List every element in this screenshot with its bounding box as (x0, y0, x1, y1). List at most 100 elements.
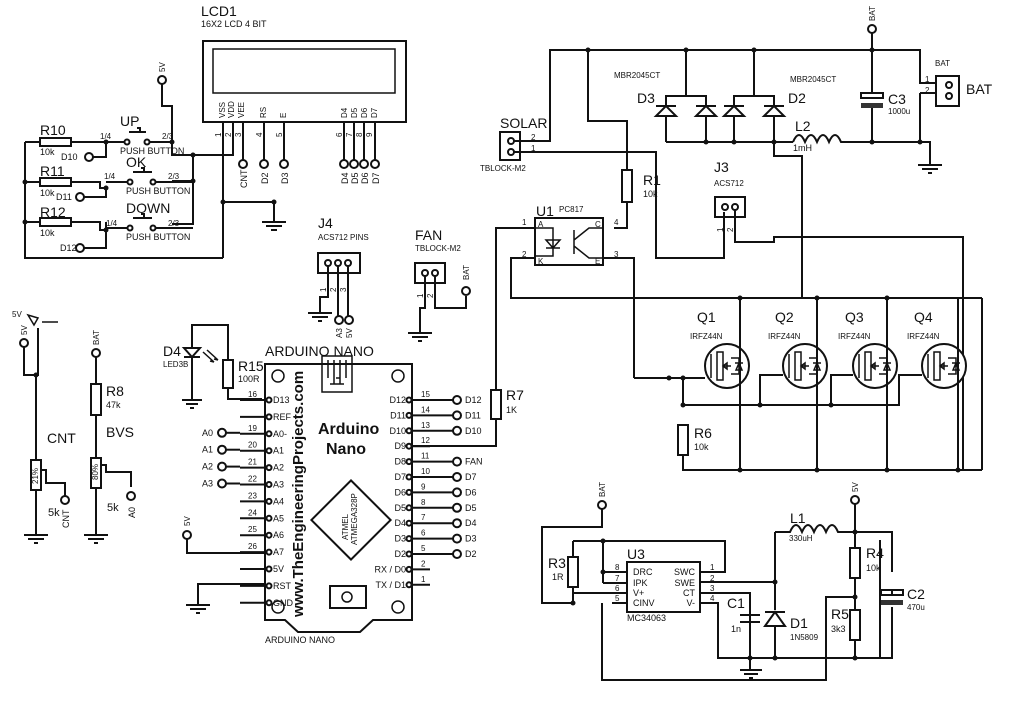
net-pin-bat[interactable] (461, 286, 471, 296)
net-pin-d5[interactable] (349, 159, 359, 169)
resistor-value: 47k (106, 400, 121, 410)
net-pin[interactable] (217, 478, 227, 489)
reset-button[interactable] (329, 585, 367, 609)
lcd-pinnum: 1 (214, 132, 223, 137)
net-pin-5v[interactable] (182, 530, 192, 540)
nano-pin-rst[interactable]: RST (240, 581, 292, 591)
mosfet-ref: Q2 (775, 309, 794, 325)
net-label: 5V (183, 516, 192, 526)
net-pin-bat[interactable] (867, 24, 877, 34)
net-pin[interactable] (452, 425, 462, 436)
nano-pin-txd1[interactable]: TX / D11 (375, 575, 430, 590)
net-pin[interactable] (452, 395, 462, 405)
net-pin[interactable] (217, 427, 227, 438)
net-pin[interactable] (452, 518, 462, 529)
net-pin-5v[interactable] (850, 495, 860, 505)
net-pin-a3[interactable] (334, 315, 344, 325)
net-pin-a0[interactable] (126, 491, 136, 501)
diode-value: MBR2045CT (790, 75, 836, 84)
nano-pin-rxd0[interactable]: RX / D02 (374, 559, 430, 574)
pin-label: 5V (273, 564, 284, 574)
pin-label: 1 (716, 227, 725, 232)
lcd-pin-rs: RS (259, 107, 268, 118)
button-section: 5V R10 10k 1/4 2/3 D10 UP PUSH BUTTON R1… (22, 62, 223, 259)
net-pin[interactable] (452, 487, 462, 498)
button-up[interactable]: R10 10k 1/4 2/3 D10 UP PUSH BUTTON (25, 113, 184, 162)
pin-label: 2 (925, 86, 930, 95)
nano-pin-gnd[interactable]: GND (240, 598, 294, 608)
net-pin[interactable] (452, 533, 462, 544)
net-pin-cnt[interactable] (60, 495, 70, 505)
nano-pin-5v[interactable]: 5V (240, 564, 284, 574)
net-pin-d6[interactable] (359, 159, 369, 169)
net-pin-d3[interactable] (279, 159, 289, 169)
resistor-value: 10k (40, 147, 55, 157)
net-pin[interactable] (217, 444, 227, 455)
net-pin-d11[interactable] (75, 192, 85, 202)
l1-output: L1 330uH 5V R4 10k R5 3k3 C2 470u (775, 482, 925, 661)
resistor-value: 1R (552, 572, 564, 582)
lcd-pin-vss: VSS (218, 102, 227, 118)
nano-pin-ref[interactable]: REF (240, 412, 292, 422)
pin-number: 16 (248, 390, 257, 399)
net-pin-d10[interactable] (84, 152, 94, 162)
net-pin[interactable] (452, 549, 462, 559)
pin-number: 22 (248, 475, 257, 484)
net-pin[interactable] (452, 472, 462, 482)
pin-label: RST (273, 581, 292, 591)
button-ok[interactable]: R11 10k 1/4 2/3 D11 OK PUSH BUTTON (25, 154, 193, 202)
watermark: www.TheEngineeringProjects.com (290, 371, 307, 618)
net-pin-d4[interactable] (339, 159, 349, 169)
net-pin[interactable] (452, 456, 462, 467)
net-label-5v: 5V (158, 62, 167, 72)
net-pin-5v[interactable] (344, 315, 354, 325)
net-pin-d12[interactable] (75, 243, 85, 253)
pin-label: 2/3 (168, 172, 180, 181)
pin-number: 2 (710, 574, 715, 583)
net-pin[interactable] (452, 410, 462, 421)
mosfet-bank: R6 10k Q1IRFZ44NQ2IRFZ44NQ3IRFZ44NQ4IRFZ… (634, 295, 983, 473)
net-pin-cnt[interactable] (238, 159, 248, 169)
potentiometer-body[interactable] (30, 459, 42, 491)
net-pin-d7[interactable] (370, 159, 380, 169)
lcd-pin-d7: D7 (370, 107, 379, 118)
net-pin-5v[interactable] (157, 75, 167, 85)
net-pin[interactable] (217, 461, 227, 472)
net-pin-5v[interactable] (19, 338, 29, 348)
mosfet-ref: Q3 (845, 309, 864, 325)
net-pin[interactable] (452, 502, 462, 513)
button-down[interactable]: R12 10k 1/4 2/3 D12 DOWN PUSH BUTTON (25, 200, 193, 253)
capacitor-ref: C2 (907, 586, 925, 602)
pot-value: 5k (48, 507, 60, 519)
net-pin-bat[interactable] (91, 348, 101, 358)
pin-label: K (538, 257, 544, 266)
led-icon (181, 347, 203, 359)
resistor-ref: R1 (643, 172, 661, 188)
net-pin-bat[interactable] (597, 500, 607, 510)
pin-label: 2/3 (162, 132, 174, 141)
net-pin-d2[interactable] (259, 159, 269, 169)
capacitor-value: 1n (731, 624, 741, 634)
potentiometer-body[interactable] (90, 457, 102, 489)
net-label: D4 (465, 518, 477, 528)
